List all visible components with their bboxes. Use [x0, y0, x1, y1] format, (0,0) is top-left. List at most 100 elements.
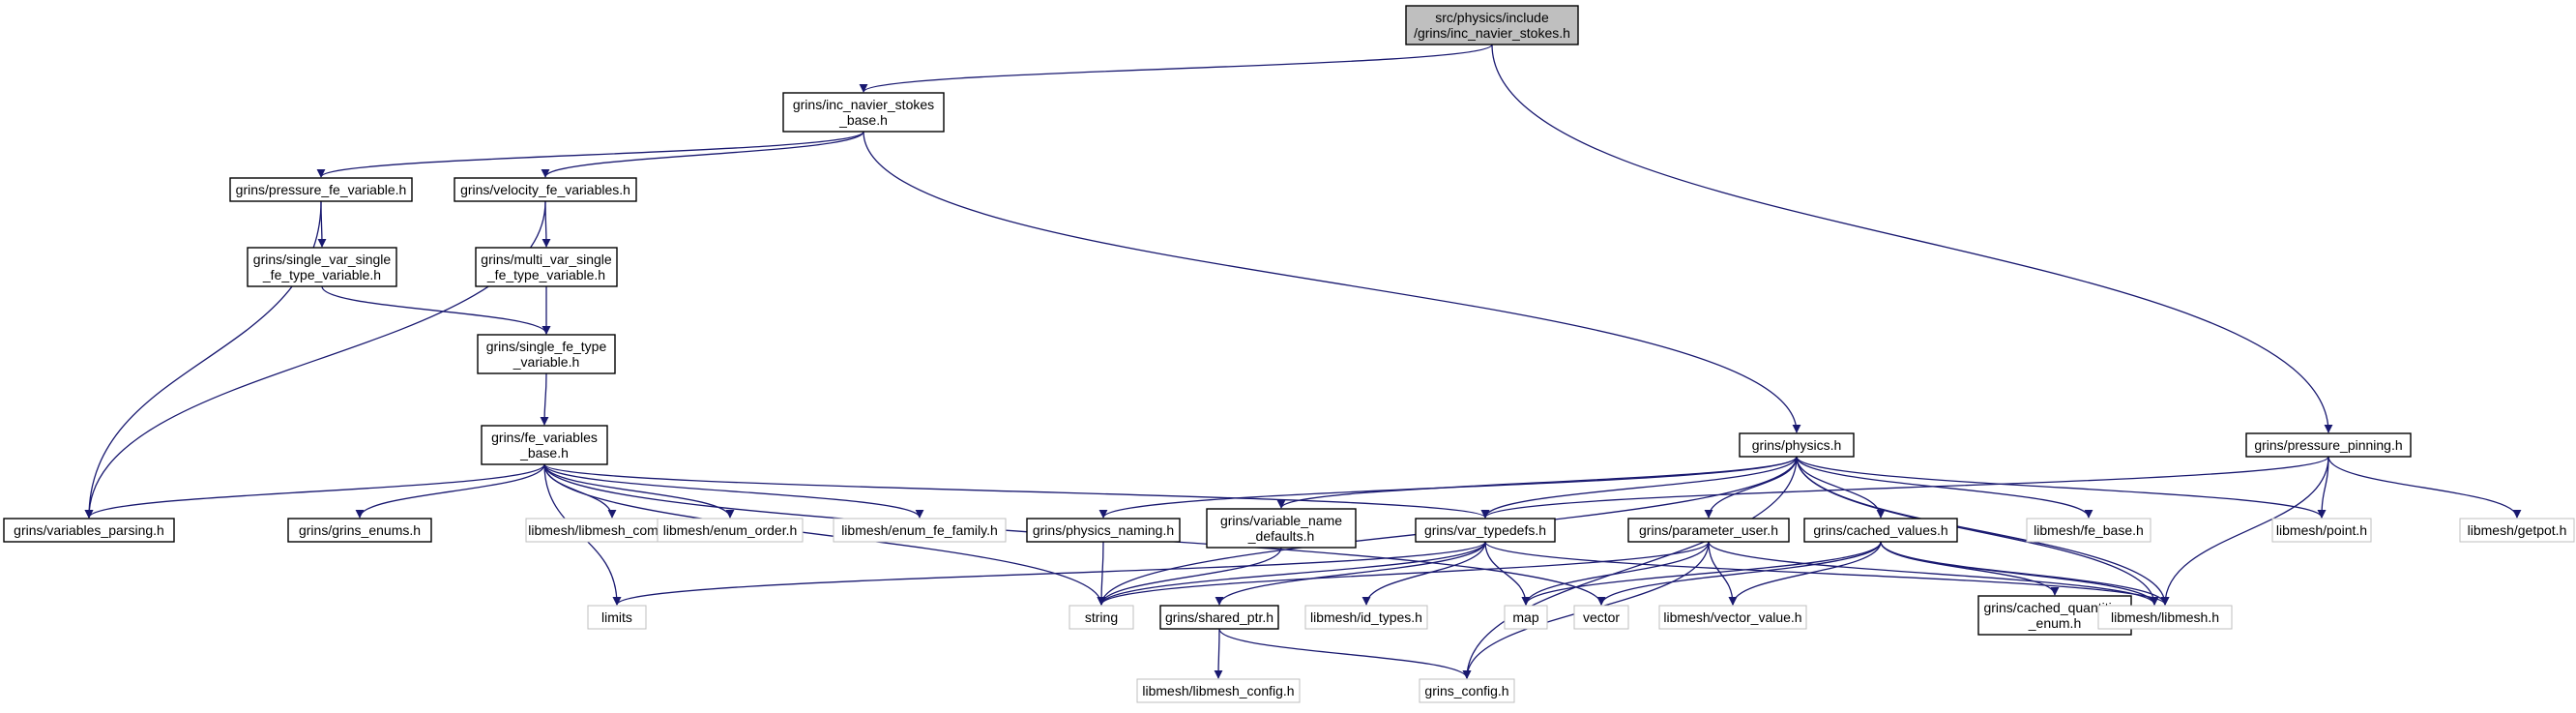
node-box: [2459, 518, 2575, 543]
node-grins-enums[interactable]: grins/grins_enums.h: [287, 518, 432, 543]
node-map: map: [1504, 605, 1548, 630]
edge-param_user-to-map: [1521, 541, 1710, 606]
node-box: [1627, 518, 1790, 543]
node-single-var[interactable]: grins/single_var_single_fe_type_variable…: [247, 247, 397, 287]
edge-param_user-to-set: [1708, 541, 2159, 606]
node-point: libmesh/point.h: [2271, 518, 2372, 543]
node-box: [1159, 605, 1279, 630]
node-enum-fe-family: libmesh/enum_fe_family.h: [833, 518, 1007, 543]
node-label: grins/parameter_user.h: [1639, 522, 1778, 538]
edge-cached_values-to-map: [1521, 541, 1882, 606]
node-label: _base.h: [838, 112, 888, 128]
node-lm-config: libmesh/libmesh_config.h: [1136, 678, 1301, 703]
node-vector-value: libmesh/vector_value.h: [1658, 605, 1807, 630]
node-label: libmesh/enum_fe_family.h: [841, 522, 998, 538]
node-root[interactable]: src/physics/include/grins/inc_navier_sto…: [1405, 5, 1579, 45]
node-var-parsing[interactable]: grins/variables_parsing.h: [3, 518, 175, 543]
node-box: [3, 518, 175, 543]
node-label: grins/var_typedefs.h: [1424, 522, 1546, 538]
node-label: grins/single_var_single: [253, 252, 392, 267]
edge-root-to-pinning: [1491, 44, 2333, 433]
node-label: libmesh/vector_value.h: [1663, 609, 1801, 625]
node-label: vector: [1583, 609, 1620, 625]
edge-cached_values-to-libmesh: [1880, 541, 2170, 606]
node-label: map: [1512, 609, 1538, 625]
edge-fe_base-to-string: [543, 463, 1106, 606]
node-fe-base[interactable]: grins/fe_variables_base.h: [481, 425, 608, 465]
node-box: [287, 518, 432, 543]
node-grins-config: grins_config.h: [1419, 678, 1515, 703]
edge-var_typedefs-to-id_types: [1361, 541, 1486, 606]
node-getpot: libmesh/getpot.h: [2459, 518, 2575, 543]
node-box: [1304, 605, 1428, 630]
node-shared-ptr[interactable]: grins/shared_ptr.h: [1159, 605, 1279, 630]
node-layer: src/physics/include/grins/inc_navier_sto…: [3, 5, 2575, 703]
node-label: grins/velocity_fe_variables.h: [460, 182, 630, 197]
node-label: libmesh/libmesh_config.h: [1142, 683, 1294, 698]
edge-cached_values-to-vector: [1596, 541, 1882, 606]
edge-var_typedefs-to-limits: [612, 541, 1486, 606]
edge-physics-to-grins_config: [1462, 456, 1798, 679]
edge-physics-to-var_typedefs: [1480, 456, 1798, 519]
node-label: libmesh/libmesh.h: [2111, 609, 2219, 625]
node-box: [1504, 605, 1548, 630]
edge-fe_base-to-enum_fe_family: [543, 463, 924, 519]
node-cached-values[interactable]: grins/cached_values.h: [1803, 518, 1958, 543]
node-box: [475, 247, 618, 287]
edge-param_user-to-vector_value: [1708, 541, 1738, 606]
node-label: grins/inc_navier_stokes: [793, 97, 934, 112]
node-physics[interactable]: grins/physics.h: [1739, 432, 1855, 458]
node-box: [2097, 605, 2233, 630]
node-pressure-fe[interactable]: grins/pressure_fe_variable.h: [229, 177, 413, 202]
node-single-fe[interactable]: grins/single_fe_type_variable.h: [477, 334, 616, 374]
node-velocity-fe[interactable]: grins/velocity_fe_variables.h: [454, 177, 637, 202]
node-label: libmesh/fe_base.h: [2034, 522, 2144, 538]
edge-fe_base-to-var_typedefs: [543, 463, 1490, 519]
node-vector: vector: [1573, 605, 1629, 630]
node-box: [454, 177, 637, 202]
node-box: [657, 518, 804, 543]
edge-var_typedefs-to-map: [1484, 541, 1531, 606]
node-label: _fe_type_variable.h: [262, 267, 381, 282]
node-box: [477, 334, 616, 374]
node-label: _defaults.h: [1247, 528, 1315, 544]
node-param-user[interactable]: grins/parameter_user.h: [1627, 518, 1790, 543]
node-box: [1415, 518, 1556, 543]
node-box: [1026, 518, 1181, 543]
node-limits: limits: [587, 605, 647, 630]
node-multi-var[interactable]: grins/multi_var_single_fe_type_variable.…: [475, 247, 618, 287]
edge-var_typedefs-to-shared_ptr: [1215, 541, 1486, 606]
node-box: [833, 518, 1007, 543]
node-label: grins/grins_enums.h: [299, 522, 421, 538]
edge-physics-to-fe_base_lm: [1796, 456, 2093, 519]
node-var-name[interactable]: grins/variable_name_defaults.h: [1206, 508, 1357, 549]
edge-physics-to-cached_values: [1796, 456, 1886, 519]
edge-fe_base-to-var_parsing: [84, 463, 545, 519]
node-label: _enum.h: [2028, 615, 2081, 631]
node-pinning[interactable]: grins/pressure_pinning.h: [2245, 432, 2412, 458]
edge-shared_ptr-to-lm_config: [1214, 628, 1223, 679]
edge-physics-to-var_name: [1276, 456, 1798, 509]
edge-var_name-to-string: [1097, 547, 1282, 606]
node-var-typedefs[interactable]: grins/var_typedefs.h: [1415, 518, 1556, 543]
edge-physics-to-param_user: [1704, 456, 1798, 519]
node-label: limits: [601, 609, 632, 625]
edge-physics-to-point: [1796, 456, 2327, 519]
node-physics-naming[interactable]: grins/physics_naming.h: [1026, 518, 1181, 543]
node-label: grins/cached_quantities: [1983, 600, 2125, 615]
node-box: [782, 92, 945, 133]
node-box: [1573, 605, 1629, 630]
node-label: grins/variable_name: [1220, 513, 1342, 528]
edge-pinning-to-var_typedefs: [1480, 456, 2329, 519]
node-label: grins/physics.h: [1752, 437, 1842, 453]
node-box: [1206, 508, 1357, 549]
edge-cached_values-to-cq_enum: [1880, 541, 2060, 596]
edge-fe_base-to-grins_enums: [355, 463, 545, 519]
node-enum-order: libmesh/enum_order.h: [657, 518, 804, 543]
node-box: [1658, 605, 1807, 630]
node-label: src/physics/include: [1435, 10, 1549, 25]
node-nsbase[interactable]: grins/inc_navier_stokes_base.h: [782, 92, 945, 133]
edge-root-to-nsbase: [859, 44, 1493, 93]
node-fe-base-lm: libmesh/fe_base.h: [2026, 518, 2152, 543]
